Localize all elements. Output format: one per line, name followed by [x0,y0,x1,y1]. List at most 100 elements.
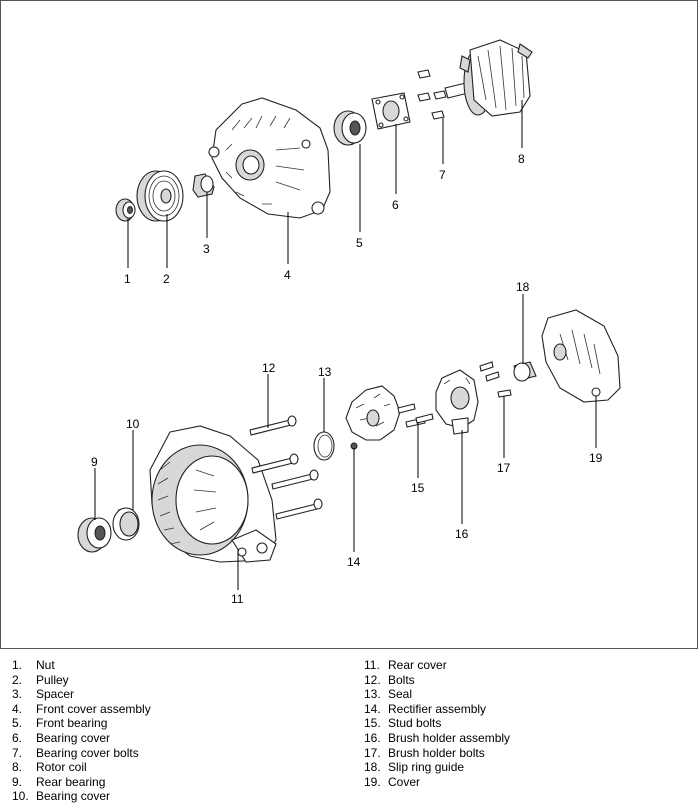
legend-item: 14. Rectifier assembly [352,702,510,717]
legend-item: 5. Front bearing [0,716,151,731]
legend-label: Rotor coil [36,760,87,775]
legend-number: 16. [364,730,381,745]
callout-6: 6 [392,198,399,212]
legend-label: Bearing cover [36,730,111,745]
legend-number: 10. [12,789,29,804]
legend-item: 18. Slip ring guide [352,760,510,775]
legend-item: 2. Pulley [0,673,151,688]
legend-label: Spacer [36,687,75,702]
callout-9: 9 [91,455,98,469]
exploded-diagram: 1 2 3 4 5 6 7 8 9 10 11 12 13 14 15 16 1… [77,39,621,606]
legend-number: 18. [364,760,381,775]
cover-part [541,309,621,403]
rear-bearing-cover-part [112,507,140,541]
callout-7: 7 [439,168,446,182]
legend-label: Bearing cover [36,789,111,804]
callout-2: 2 [163,272,170,286]
callout-5: 5 [356,236,363,250]
legend-item: 13. Seal [352,687,510,702]
bearing-cover-bolts-part [417,69,447,120]
callout-11: 11 [231,592,244,606]
legend-label: Bearing cover bolts [36,745,139,760]
front-bearing-part [333,110,367,146]
legend-number: 12. [364,672,381,687]
pulley-part [136,170,184,222]
legend-label: Brush holder bolts [388,745,485,760]
front-cover-part [208,97,331,219]
legend-number: 13. [364,687,381,702]
legend-label: Bolts [388,672,415,687]
legend-item: 19. Cover [352,775,510,790]
rotor-coil-part [444,39,533,117]
diagram-frame [0,0,698,649]
legend-number: 17. [364,745,381,760]
legend-column-left: 1. Nut 2. Pulley 3. Spacer 4. Front cover as… [0,658,151,804]
legend-number: 4. [12,701,23,716]
legend-number: 8. [12,760,23,775]
legend-number: 14. [364,701,381,716]
legend-label: Front bearing [36,716,108,731]
slip-ring-guide-part [513,361,537,382]
legend-number: 15. [364,716,381,731]
legend-number: 1. [12,658,23,672]
rectifier-part [345,385,401,450]
callout-labels: 1 2 3 4 5 6 7 8 9 10 11 12 13 14 15 16 1… [91,152,603,606]
legend-label: Stud bolts [388,716,442,731]
spacer-part [192,173,215,198]
legend-label: Rear bearing [36,774,106,789]
legend-item: 7. Bearing cover bolts [0,746,151,761]
callout-19: 19 [589,451,603,465]
legend-item: 6. Bearing cover [0,731,151,746]
legend-number: 6. [12,730,23,745]
legend-item: 10. Bearing cover [0,789,151,804]
legend-number: 11. [364,658,380,672]
callout-13: 13 [318,365,332,379]
seal-part [313,431,335,461]
legend-item: 3. Spacer [0,687,151,702]
legend-item: 15. Stud bolts [352,716,510,731]
callout-16: 16 [455,527,469,541]
legend-item: 11. Rear cover [352,658,510,673]
legend-item: 8. Rotor coil [0,760,151,775]
callout-4: 4 [284,268,291,282]
callout-12: 12 [262,361,276,375]
legend-number: 19. [364,774,381,789]
legend-label: Pulley [36,672,69,687]
callout-3: 3 [203,242,210,256]
leader-lines [94,100,597,590]
nut-part [115,198,136,222]
legend-label: Cover [388,774,421,789]
legend-label: Rear cover [388,658,447,672]
legend-item: 9. Rear bearing [0,775,151,790]
bearing-cover-part [371,92,411,130]
legend-number: 5. [12,716,23,731]
legend-label: Nut [36,658,55,672]
callout-1: 1 [124,272,131,286]
legend-item: 1. Nut [0,658,151,673]
stud-bolts-part [397,403,434,428]
bolts-part [249,415,323,520]
callout-15: 15 [411,481,425,495]
legend-item: 17. Brush holder bolts [352,746,510,761]
legend-label: Seal [388,687,413,702]
legend-item: 12. Bolts [352,673,510,688]
legend-number: 9. [12,774,23,789]
brush-holder-bolts-part [479,361,512,398]
legend-item: 4. Front cover assembly [0,702,151,717]
legend-number: 3. [12,687,23,702]
rear-cover-part [149,425,277,563]
callout-14: 14 [347,555,361,569]
brush-holder-part [435,369,479,435]
callout-17: 17 [497,461,511,475]
legend-label: Brush holder assembly [388,730,511,745]
legend-label: Rectifier assembly [388,701,487,716]
legend-label: Slip ring guide [388,760,465,775]
legend-number: 7. [12,745,23,760]
legend-item: 16. Brush holder assembly [352,731,510,746]
parts-legend: 1. Nut 2. Pulley 3. Spacer 4. Front cover as… [0,658,700,805]
legend-label: Front cover assembly [36,701,151,716]
legend-column-right: 11. Rear cover 12. Bolts 13. Seal 14. Rectif… [352,658,510,789]
callout-10: 10 [126,417,140,431]
callout-8: 8 [518,152,525,166]
legend-number: 2. [12,672,23,687]
